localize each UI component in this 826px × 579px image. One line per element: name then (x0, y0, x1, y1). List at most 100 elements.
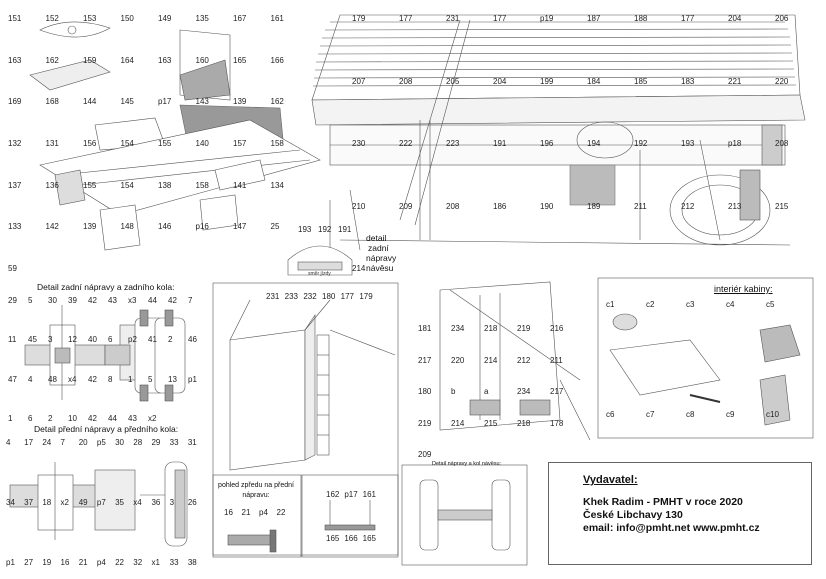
part-label: 166 (270, 55, 284, 65)
part-label: 165 (233, 55, 247, 65)
caption-cabin-interior: interiér kabiny: (714, 284, 773, 294)
part-label: 179 (359, 292, 373, 301)
part-label: 42 (88, 296, 97, 305)
part-label: 12 (68, 335, 77, 345)
part-label: 234 (451, 324, 465, 333)
part-label: 131 (45, 139, 59, 148)
part-label: c1 (606, 300, 615, 309)
part-label: 177 (681, 14, 695, 23)
part-label: 219 (517, 324, 531, 333)
part-label: 221 (728, 76, 742, 86)
part-label: 162 (45, 55, 59, 65)
part-label: 4 (28, 374, 33, 384)
cabin-interior-drawing (597, 277, 814, 439)
part-label: 137 (8, 180, 22, 190)
part-label: 41 (148, 335, 157, 345)
part-label: 25 (270, 222, 280, 232)
part-label: 10 (68, 414, 77, 423)
part-label: 44 (148, 296, 157, 305)
part-label: 180 (322, 292, 336, 301)
part-label: 177 (340, 292, 355, 301)
part-label: 211 (634, 201, 647, 211)
part-label: 214 (484, 355, 498, 365)
part-label: 16 (60, 558, 70, 567)
part-label: 39 (68, 296, 77, 305)
part-label: 167 (233, 14, 247, 23)
part-label: 17 (24, 438, 34, 447)
part-label: x4 (133, 498, 142, 507)
part-label: 177 (399, 14, 413, 23)
rear-axle-detail-drawing (24, 305, 186, 402)
part-label: 43 (108, 296, 117, 305)
part-label: x1 (151, 558, 160, 567)
part-label: 180 (418, 387, 432, 396)
part-label: 30 (48, 296, 57, 305)
part-label: 7 (188, 296, 193, 305)
part-label: p1 (188, 374, 197, 384)
part-label: 135 (195, 14, 209, 23)
part-label: 165 (362, 534, 377, 543)
part-label: 4 (6, 438, 11, 447)
part-label: 187 (587, 14, 601, 23)
part-label: 192 (318, 225, 332, 234)
part-label: x4 (68, 374, 77, 384)
part-label: 160 (195, 55, 209, 65)
part-label: 204 (493, 76, 507, 86)
part-label: x2 (60, 498, 69, 507)
part-label: 147 (233, 222, 247, 232)
part-label: c10 (766, 410, 779, 419)
part-label: 49 (78, 498, 88, 507)
part-label: 46 (188, 335, 197, 345)
part-label: 178 (550, 418, 564, 428)
part-label: 33 (169, 438, 179, 447)
front-axle-detail-drawing (9, 461, 188, 547)
part-label: c2 (646, 300, 655, 309)
part-label: p2 (128, 335, 137, 345)
part-label: 45 (28, 335, 37, 345)
front-view-drawing (212, 474, 302, 558)
part-label: 37 (24, 498, 34, 507)
publisher-line-3: email: info@pmht.net www.pmht.cz (583, 522, 760, 534)
part-label: 21 (241, 508, 251, 517)
part-label: 194 (587, 139, 601, 148)
part-label: 11 (8, 335, 17, 345)
part-label: 196 (540, 139, 554, 148)
part-label: 234 (517, 387, 531, 396)
part-label: 6 (28, 414, 33, 423)
part-label: 163 (158, 55, 172, 65)
part-label: p1 (6, 558, 15, 567)
part-label: 159 (83, 55, 97, 65)
part-label: 139 (83, 222, 97, 232)
part-label: c8 (686, 410, 695, 419)
part-label: p17 (344, 490, 358, 499)
part-label: 22 (115, 558, 124, 567)
part-label: 132 (8, 139, 22, 148)
part-label: 136 (45, 180, 59, 190)
part-label: 47 (8, 374, 17, 384)
part-label: 168 (45, 97, 59, 107)
part-label: a (484, 387, 489, 396)
part-label: 207 (352, 76, 366, 86)
part-label: 133 (8, 222, 22, 232)
part-label: 232 (303, 292, 317, 301)
part-label: 36 (151, 498, 161, 507)
part-label: 184 (587, 76, 601, 86)
part-label: 2 (168, 335, 173, 345)
part-label: 20 (78, 438, 88, 447)
part-label: 223 (446, 139, 460, 148)
part-label: 219 (418, 418, 432, 428)
part-label: 230 (352, 139, 366, 148)
part-label: 190 (540, 201, 554, 211)
part-label: 143 (195, 97, 209, 107)
part-label: 217 (418, 355, 432, 365)
part-label: 5 (148, 374, 153, 384)
part-label: c3 (686, 300, 695, 309)
part-label: c4 (726, 300, 735, 309)
part-label: 18 (42, 498, 52, 507)
part-label: c5 (766, 300, 775, 309)
part-label: 222 (399, 139, 413, 148)
part-label: 5 (28, 296, 33, 305)
part-label: 155 (158, 139, 172, 148)
part-label: 177 (493, 14, 507, 23)
small-parts-drawing (301, 474, 399, 558)
